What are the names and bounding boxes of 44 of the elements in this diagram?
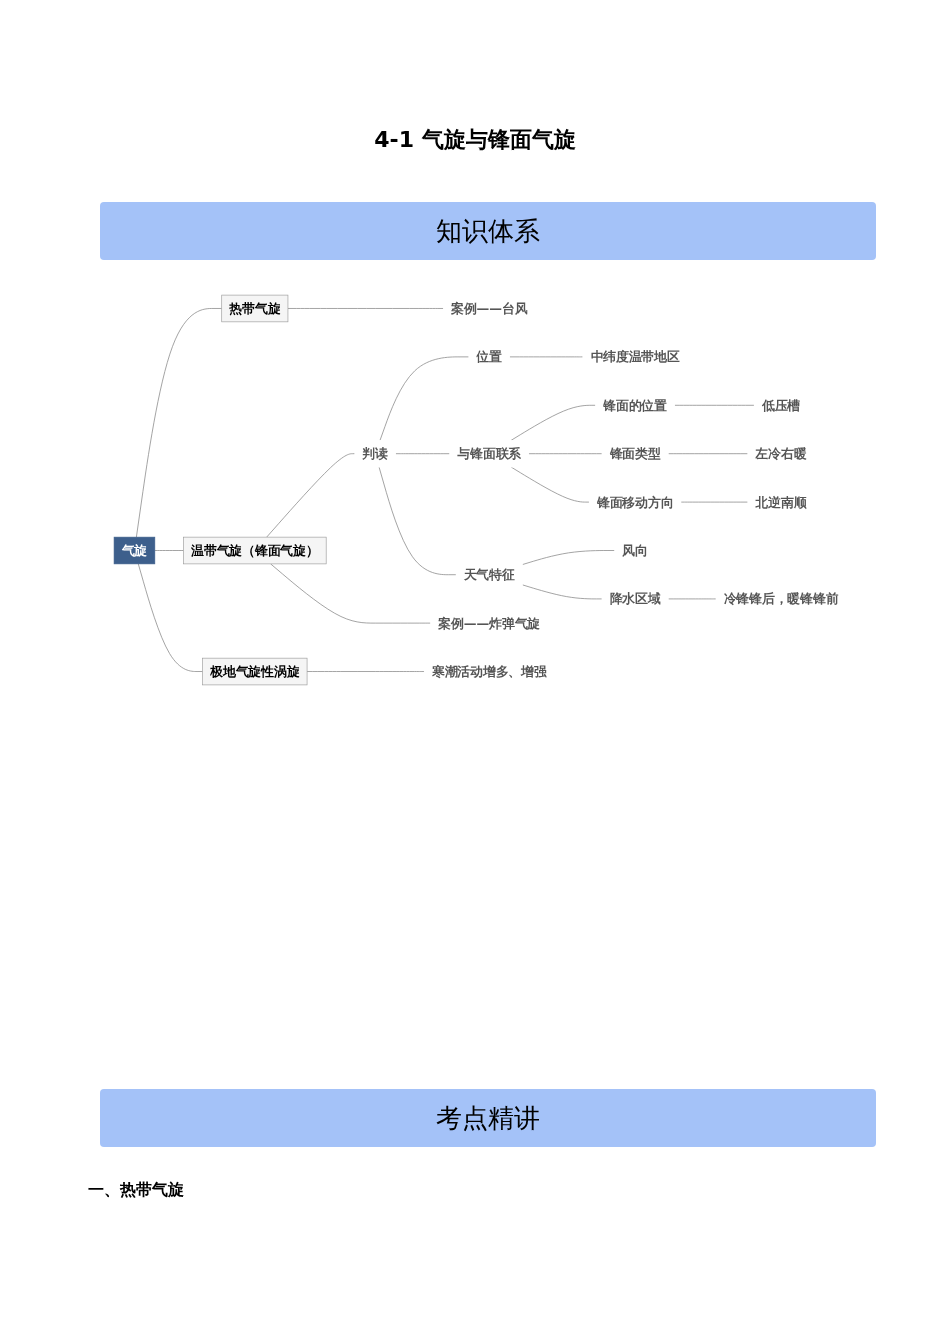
node-text: 案例——台风 [451, 300, 528, 317]
node-text: 中纬度温带地区 [590, 349, 680, 365]
connector [510, 404, 596, 441]
connector [136, 308, 223, 538]
connector [379, 356, 470, 441]
node-text: 与锋面联系 [457, 446, 522, 462]
node-text: 左冷右暖 [755, 446, 807, 462]
node-text: 冷锋锋后，暖锋锋前 [723, 591, 839, 607]
connector [522, 550, 616, 565]
section-banner: 考点精讲 [100, 1089, 876, 1147]
node-text: 判读 [362, 446, 388, 462]
node-box: 气旋 [113, 536, 156, 565]
node-text: 案例——炸弹气旋 [438, 615, 541, 631]
connector [522, 584, 603, 600]
connector [306, 671, 425, 672]
connector [137, 563, 203, 672]
node-text: 锋面类型 [609, 446, 661, 462]
connector [674, 404, 755, 406]
connector [378, 466, 457, 576]
node-text: 锋面移动方向 [596, 494, 674, 510]
node-box: 热带气旋 [221, 294, 289, 323]
connector [680, 501, 749, 503]
connector [509, 356, 584, 358]
section-heading: 一、热带气旋 [88, 1180, 184, 1201]
node-text: 锋面的位置 [603, 397, 667, 413]
connector [266, 453, 356, 538]
connector [287, 308, 444, 309]
node-text: 天气特征 [463, 567, 515, 583]
node-text: 风向 [622, 542, 648, 559]
node-text: 低压槽 [761, 397, 801, 413]
connector [528, 453, 603, 455]
node-text: 寒潮活动增多、增强 [431, 663, 547, 680]
node-box: 温带气旋（锋面气旋） [183, 536, 327, 565]
connector [667, 453, 749, 455]
node-text: 降水区域 [609, 591, 661, 607]
node-text: 位置 [476, 349, 502, 365]
page-title: 4-1 气旋与锋面气旋 [373, 126, 577, 154]
node-box: 极地气旋性涡旋 [202, 657, 308, 686]
connector [154, 550, 184, 551]
node-text: 北逆南顺 [755, 494, 807, 510]
connector [270, 563, 431, 624]
connector [395, 453, 451, 455]
section-banner: 知识体系 [100, 202, 876, 260]
connector [667, 598, 717, 600]
